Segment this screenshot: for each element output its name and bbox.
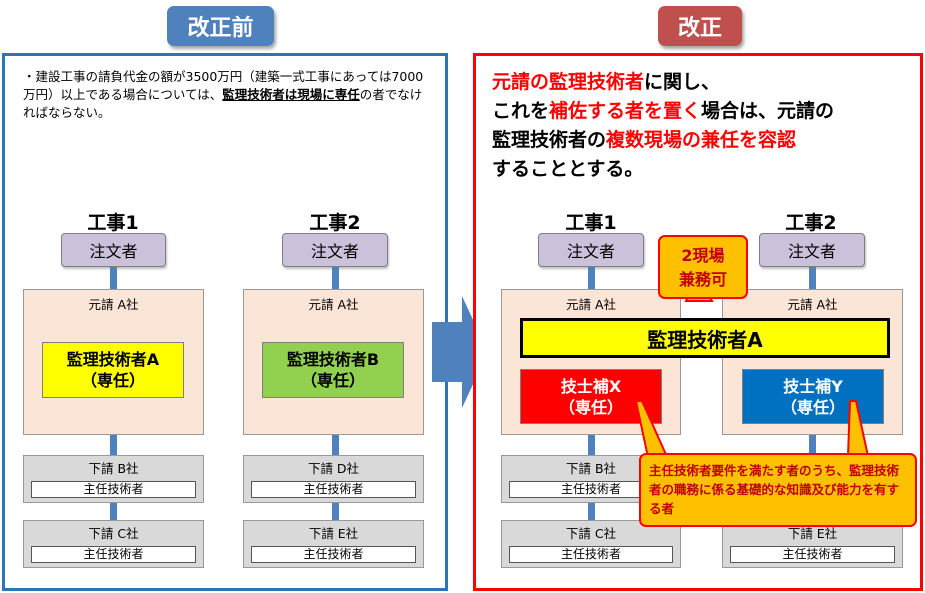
before-panel: ・建設工事の請負代金の額が3500万円（建築一式工事にあっては7000万円）以上… (2, 53, 448, 591)
connector (588, 267, 595, 289)
after-rule-line: することとする。 (492, 155, 912, 184)
rule-seg: 複数現場の兼任を容認 (606, 129, 797, 151)
assistant-name: 技士補X (560, 376, 622, 396)
sub-name: 下請 D社 (307, 461, 360, 476)
sub-name: 下請 E社 (308, 526, 359, 541)
rule-seg: 補佐する者を置く (549, 100, 702, 122)
prime-name: 元請 A社 (308, 297, 359, 312)
before-work1-tech: 監理技術者A （専任） (42, 342, 184, 398)
after-rule-line: 監理技術者の複数現場の兼任を容認 (492, 126, 912, 155)
connector (110, 435, 117, 455)
connector (809, 267, 816, 289)
header-after: 改正 (658, 6, 742, 46)
after-rule-line: これを補佐する者を置く場合は、元請の (492, 97, 912, 126)
connector (809, 435, 816, 455)
after-work1-sub2: 下請 C社 主任技術者 (501, 520, 681, 568)
assistant-note: （専任） (558, 397, 623, 417)
after-work2-orderer: 注文者 (759, 233, 865, 267)
prime-name: 元請 A社 (787, 297, 838, 312)
rule-seg: 元請の監理技術者 (492, 71, 645, 93)
sub-name: 下請 B社 (88, 461, 139, 476)
sub-name: 下請 E社 (787, 526, 838, 541)
before-rule-emphasis: 監理技術者は現場に専任 (222, 87, 360, 102)
chief-engineer: 主任技術者 (509, 546, 673, 563)
assistant-name: 技士補Y (783, 376, 843, 396)
rule-seg: に関し、 (644, 71, 721, 93)
rule-seg: これを (492, 100, 550, 122)
tech-name: 監理技術者A (66, 350, 160, 369)
connector (110, 503, 117, 520)
after-rule-line: 元請の監理技術者に関し、 (492, 68, 912, 97)
before-work2-tech: 監理技術者B （専任） (262, 342, 404, 398)
before-rule-prefix: ・建設工事の請負代金の額が3500万円（建築一式工事にあっては7000万円）以上… (23, 69, 424, 102)
before-work1-label: 工事1 (87, 212, 139, 234)
before-work2-sub1: 下請 D社 主任技術者 (243, 455, 424, 503)
chief-engineer: 主任技術者 (31, 546, 196, 563)
before-rule-text: ・建設工事の請負代金の額が3500万円（建築一式工事にあっては7000万円）以上… (23, 68, 425, 122)
connector (332, 503, 339, 520)
after-work2-label: 工事2 (785, 212, 837, 234)
chief-engineer: 主任技術者 (509, 481, 673, 498)
before-rule-suffix: の者でなければならない。 (23, 87, 423, 120)
rule-seg: 監理技術者の (492, 129, 607, 151)
chief-engineer: 主任技術者 (730, 546, 895, 563)
sub-name: 下請 C社 (88, 526, 139, 541)
before-work1-orderer: 注文者 (61, 233, 166, 267)
chief-engineer: 主任技術者 (251, 481, 416, 498)
after-rule-text: 元請の監理技術者に関し、 これを補佐する者を置く場合は、元請の 監理技術者の複数… (492, 68, 912, 184)
tech-note: （専任） (300, 371, 365, 390)
connector (588, 435, 595, 455)
prime-name: 元請 A社 (565, 297, 617, 312)
callout-line: 2現場 (681, 246, 725, 265)
rule-seg: することとする。 (492, 158, 644, 180)
before-work1-prime: 元請 A社 監理技術者A （専任） (23, 289, 204, 435)
prime-name: 元請 A社 (88, 297, 139, 312)
before-work2-sub2: 下請 E社 主任技術者 (243, 520, 424, 568)
connector (588, 503, 595, 520)
sub-name: 下請 C社 (565, 526, 617, 541)
before-work2-prime: 元請 A社 監理技術者B （専任） (243, 289, 424, 435)
rule-seg: 場合は、元請の (701, 100, 835, 122)
connector (332, 267, 339, 289)
after-work1-orderer: 注文者 (538, 233, 644, 267)
connector (110, 267, 117, 289)
after-panel: 元請の監理技術者に関し、 これを補佐する者を置く場合は、元請の 監理技術者の複数… (473, 53, 923, 591)
assistant-note: （専任） (780, 397, 845, 417)
chief-engineer: 主任技術者 (251, 546, 416, 563)
chief-engineer: 主任技術者 (31, 481, 196, 498)
connector (332, 435, 339, 455)
tech-name: 監理技術者B (286, 350, 380, 369)
before-work1-sub2: 下請 C社 主任技術者 (23, 520, 204, 568)
sub-name: 下請 B社 (565, 461, 617, 476)
after-shared-tech: 監理技術者A (520, 318, 890, 358)
assistant-definition-callout: 主任技術者要件を満たす者のうち、監理技術者の職務に係る基礎的な知識及び能力を有す… (639, 453, 917, 527)
after-work1-label: 工事1 (565, 212, 617, 234)
callout-line: 兼務可 (678, 270, 727, 289)
before-work2-orderer: 注文者 (282, 233, 388, 267)
tech-note: （専任） (80, 371, 145, 390)
header-before: 改正前 (167, 6, 274, 46)
after-work2-sub2: 下請 E社 主任技術者 (722, 520, 903, 568)
before-work1-sub1: 下請 B社 主任技術者 (23, 455, 204, 503)
dual-post-callout: 2現場 兼務可 (658, 235, 748, 299)
before-work2-label: 工事2 (309, 212, 361, 234)
after-assistant-y: 技士補Y （専任） (742, 369, 884, 424)
